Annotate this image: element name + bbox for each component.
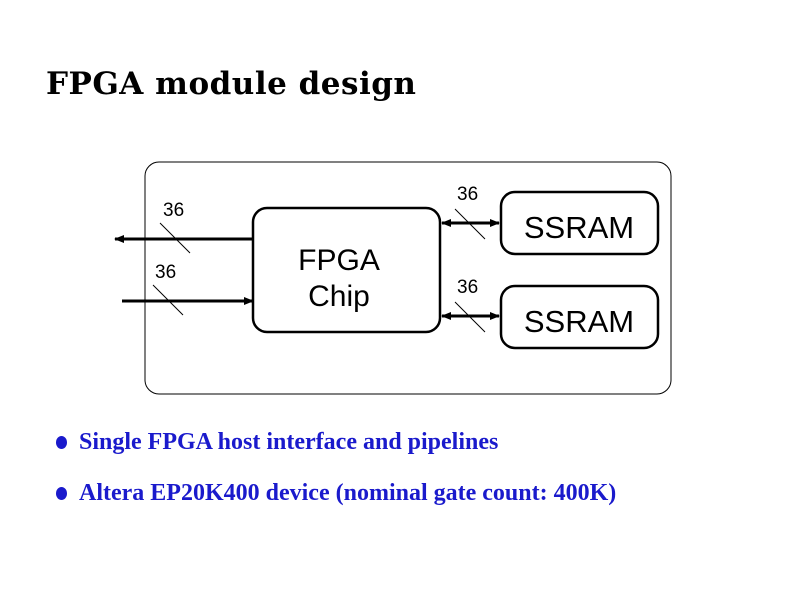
bullet-item: Altera EP20K400 device (nominal gate cou…	[56, 476, 616, 510]
bullet-text: Single FPGA host interface and pipelines	[79, 428, 499, 455]
bus-width-host-in: 36	[155, 262, 176, 283]
bullet-text: Altera EP20K400 device (nominal gate cou…	[79, 479, 617, 506]
bus-slash	[152, 284, 184, 316]
ssram-block-top: SSRAM	[499, 190, 660, 256]
ssram-top-bus: 36	[441, 184, 500, 240]
bullet-dot-icon	[56, 486, 67, 500]
ssram-bottom-bus: 36	[441, 277, 500, 333]
ssram-label-top: SSRAM	[524, 210, 634, 245]
bus-slash	[159, 222, 191, 254]
ssram-label-bottom: SSRAM	[524, 304, 634, 339]
bus-width-ssram-bottom: 36	[457, 277, 478, 298]
bullet-item: Single FPGA host interface and pipelines	[56, 425, 616, 459]
bus-width-host-out: 36	[163, 200, 184, 221]
host-output-bus: 36	[114, 200, 253, 254]
fpga-chip-label-line2: Chip	[308, 280, 370, 313]
fpga-chip-label-line1: FPGA	[298, 244, 380, 277]
module-boundary	[144, 161, 672, 395]
bullet-list: Single FPGA host interface and pipelines…	[56, 425, 616, 527]
slide-title: FPGA module design	[46, 66, 417, 102]
host-input-bus: 36	[122, 262, 254, 316]
ssram-block-bottom: SSRAM	[499, 284, 660, 350]
bus-width-ssram-top: 36	[457, 184, 478, 205]
fpga-chip-block: FPGA Chip	[251, 206, 442, 334]
bus-slash	[454, 208, 486, 240]
bullet-dot-icon	[56, 435, 67, 449]
bus-slash	[454, 301, 486, 333]
